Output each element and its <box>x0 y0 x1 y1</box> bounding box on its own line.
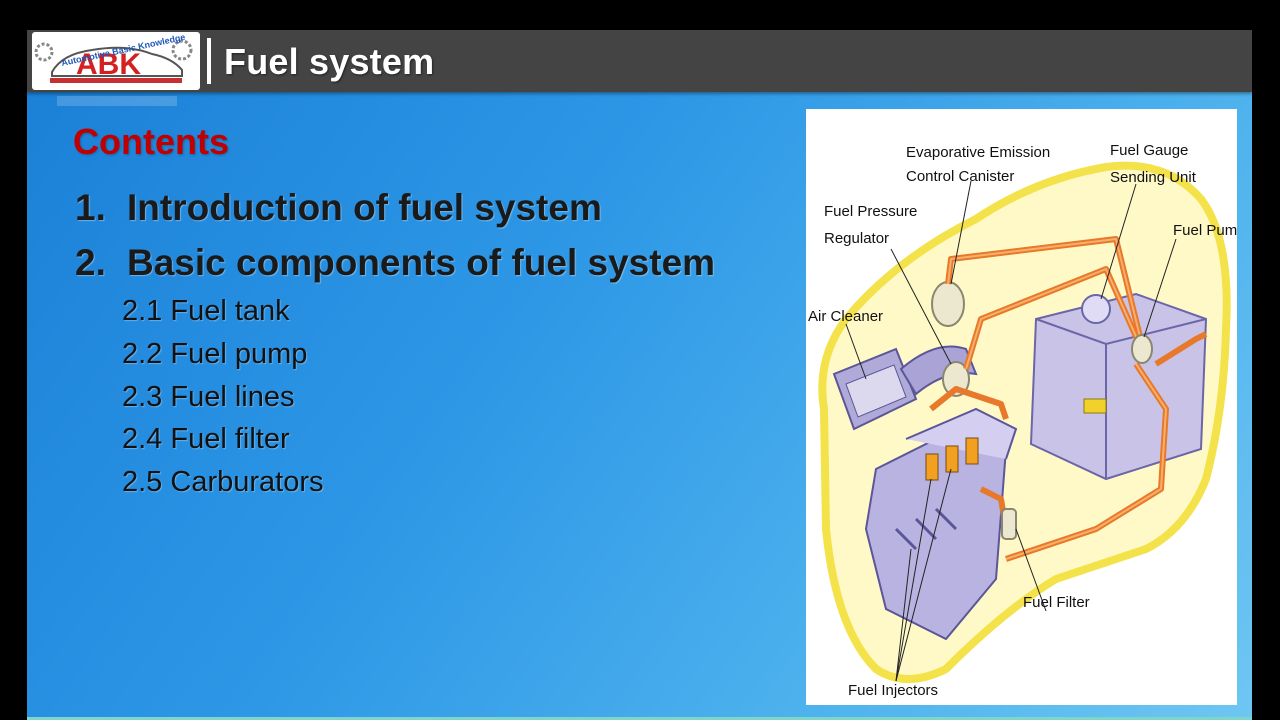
label-fuel-injectors: Fuel Injectors <box>848 682 938 699</box>
logo-reflection <box>57 96 177 106</box>
air-cleaner-illustration <box>832 345 978 431</box>
logo: ABK Automotive Basic Knowledge <box>32 32 200 90</box>
contents-item-1: 1.Introduction of fuel system <box>75 187 602 228</box>
label-gauge-line1: Fuel Gauge <box>1110 142 1188 159</box>
contents-item-2: 2.Basic components of fuel system <box>75 242 716 283</box>
label-air-cleaner: Air Cleaner <box>808 308 883 325</box>
header-separator <box>207 38 211 84</box>
label-regulator-line2: Regulator <box>824 230 889 247</box>
fuel-system-diagram: Evaporative Emission Control Canister Fu… <box>806 109 1237 705</box>
contents-heading: Contents <box>73 121 229 162</box>
sub-item-carburators: 2.5 Carburators <box>122 466 324 498</box>
evap-canister-illustration <box>931 281 965 327</box>
sub-item-fuel-tank: 2.1 Fuel tank <box>122 295 290 327</box>
sub-item-fuel-pump: 2.2 Fuel pump <box>122 338 308 370</box>
fuel-tank-illustration <box>1029 292 1208 481</box>
label-gauge-line2: Sending Unit <box>1110 169 1197 186</box>
label-evap-line1: Evaporative Emission <box>906 144 1050 161</box>
pressure-regulator-illustration <box>942 361 970 397</box>
label-regulator-line1: Fuel Pressure <box>824 203 917 220</box>
logo-initials: ABK <box>76 48 141 81</box>
label-fuel-filter: Fuel Filter <box>1023 594 1090 611</box>
sub-item-fuel-lines: 2.3 Fuel lines <box>122 381 295 413</box>
engine-illustration <box>864 407 1018 641</box>
fuel-filter-illustration <box>1001 508 1017 540</box>
leader-lines <box>845 180 1177 682</box>
slide-bottom-line <box>27 717 1252 720</box>
slide: ABK Automotive Basic Knowledge Fuel syst… <box>27 30 1252 720</box>
fuel-lines-inner <box>947 238 1167 560</box>
label-evap-line2: Control Canister <box>906 168 1014 185</box>
slide-header: ABK Automotive Basic Knowledge Fuel syst… <box>27 30 1252 92</box>
label-fuel-pump: Fuel Pump <box>1173 222 1237 239</box>
fuel-pump-illustration <box>1131 334 1153 364</box>
sub-item-fuel-filter: 2.4 Fuel filter <box>122 423 290 455</box>
slide-title: Fuel system <box>224 41 435 82</box>
